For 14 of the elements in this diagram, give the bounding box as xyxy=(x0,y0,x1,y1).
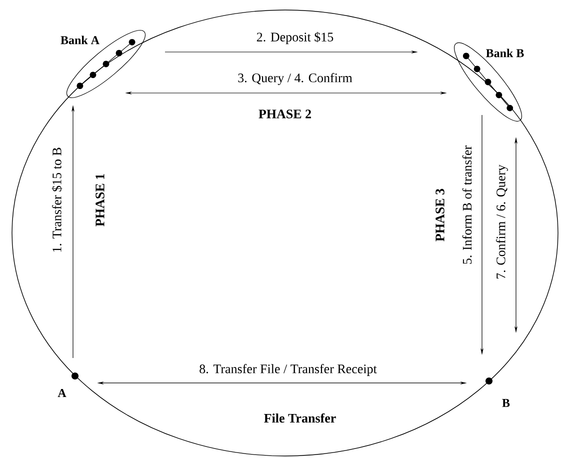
edge-label: 7. Confirm / 6. Query xyxy=(495,164,509,280)
edge-label: 8. Transfer File / Transfer Receipt xyxy=(198,363,378,377)
node-label: B xyxy=(502,399,510,407)
phase-label: File Transfer xyxy=(264,413,336,423)
phase-label: PHASE 2 xyxy=(258,110,311,118)
edge-label: 2. Deposit $15 xyxy=(255,30,335,46)
edge-label: 3. Query / 4. Confirm xyxy=(236,72,354,86)
node-label: A xyxy=(58,389,66,397)
edge-label: 5. Inform B of transfer xyxy=(461,144,473,266)
node-label: Bank A xyxy=(60,36,100,44)
phase-label: PHASE 1 xyxy=(96,174,104,226)
phase-label: PHASE 3 xyxy=(436,188,444,242)
node-label: Bank B xyxy=(486,48,524,58)
edge-label: 1. Transfer $15 to B xyxy=(50,146,64,254)
